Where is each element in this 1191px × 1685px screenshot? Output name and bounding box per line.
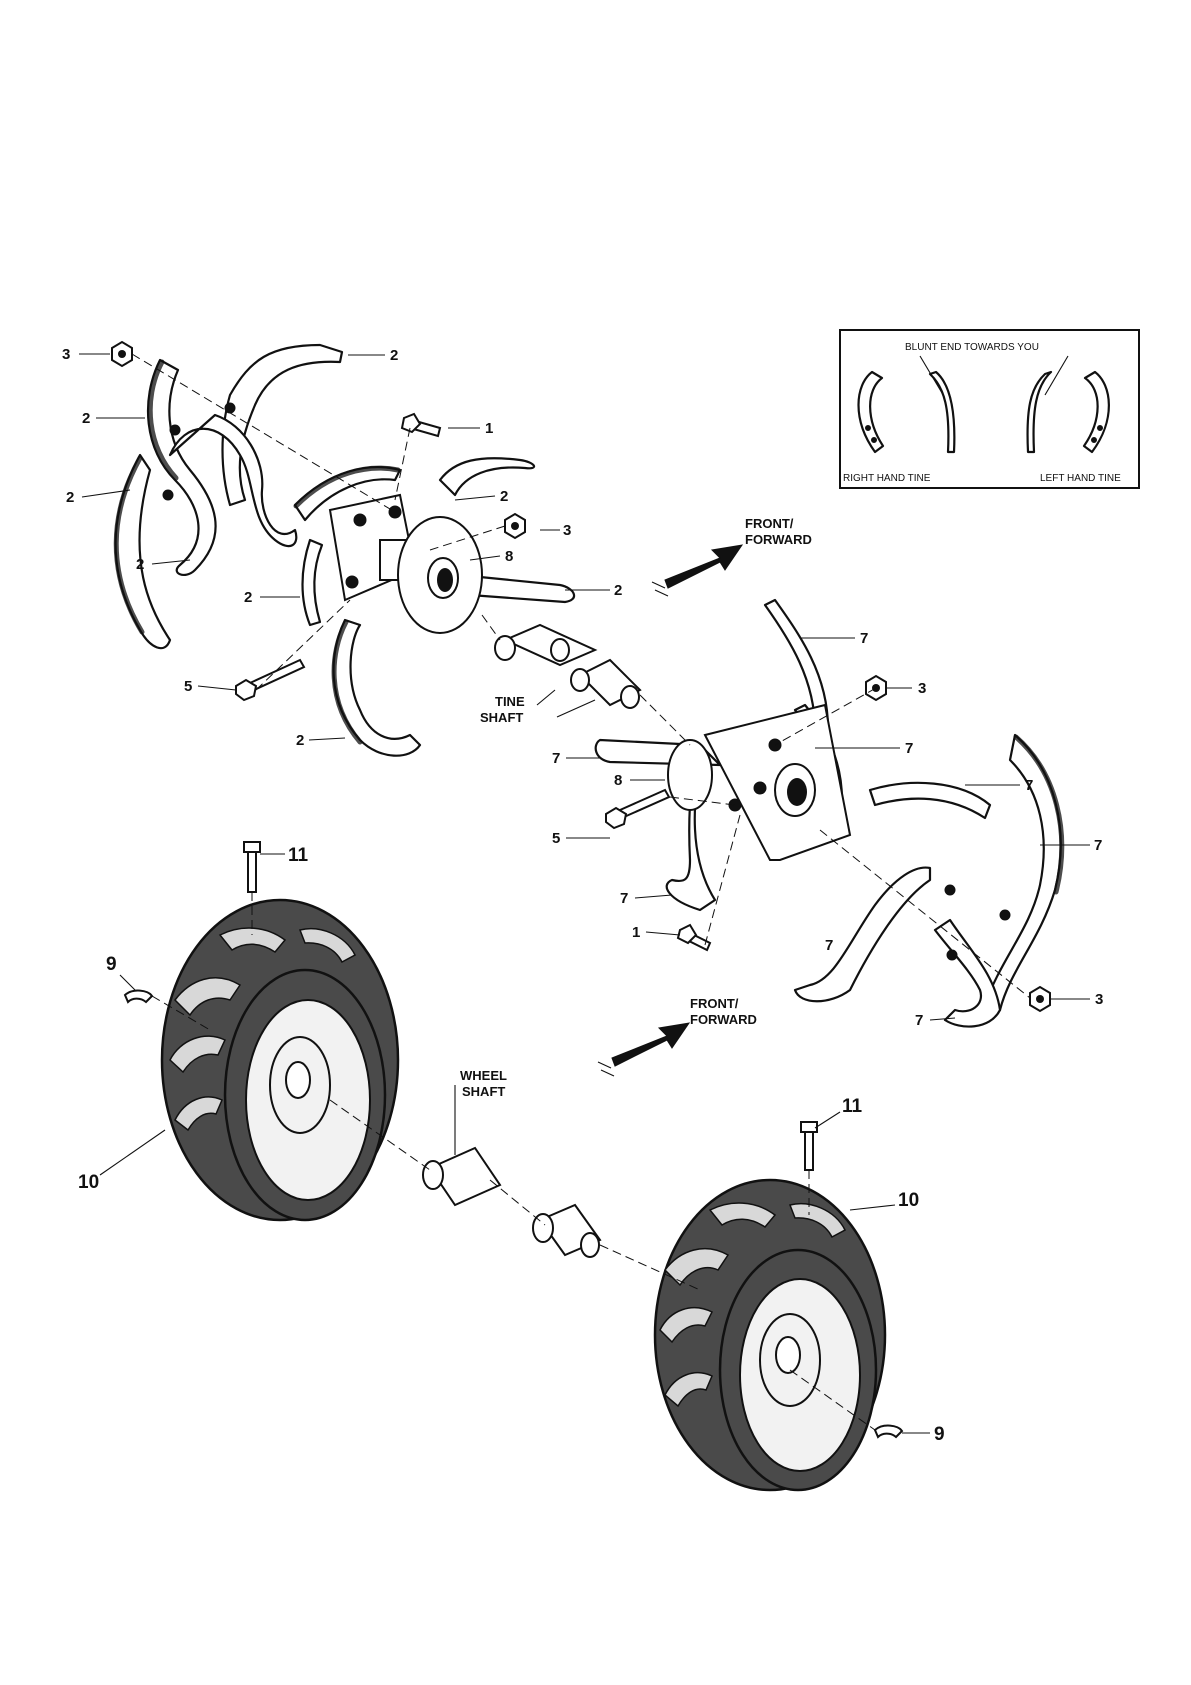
callout-10-b: 10	[898, 1190, 919, 1211]
left-hub	[286, 1062, 310, 1098]
right-tine-7	[795, 868, 930, 1002]
forward-arrow-2-icon	[612, 1023, 689, 1066]
wheel-shaft	[423, 1148, 600, 1257]
callout-8-a: 8	[505, 548, 513, 565]
left-wheel	[162, 900, 398, 1220]
callout-9-a: 9	[106, 954, 117, 975]
callout-2-d: 2	[136, 556, 144, 573]
callout-5-b: 5	[552, 830, 560, 847]
front-forward-label-2-line-1: FRONT/	[690, 996, 739, 1011]
clip-9b	[875, 1426, 902, 1437]
callout-7-d: 7	[1025, 777, 1033, 794]
callout-7-g: 7	[825, 937, 833, 954]
left-tine-outer-1	[148, 360, 216, 575]
tine-shaft-label-line-1: TINE	[495, 694, 525, 709]
callout-numbers: 3 2 2 2 2 2 2 1 2 3 8 2 5 7 3 7 7 8 7 7 …	[62, 346, 1103, 1445]
callout-2-a: 2	[390, 347, 398, 364]
callout-2-e: 2	[244, 589, 252, 606]
right-tine-6	[985, 735, 1061, 1010]
callout-10-a: 10	[78, 1172, 99, 1193]
callout-3-b: 3	[563, 522, 571, 539]
right-wheel	[655, 1180, 885, 1490]
callout-7-b: 7	[905, 740, 913, 757]
callout-2-b: 2	[82, 410, 90, 427]
callout-5-a: 5	[184, 678, 192, 695]
left-tine-inner-5	[303, 540, 323, 625]
callout-8-b: 8	[614, 772, 622, 789]
front-forward-arrow-1: FRONT/ FORWARD	[652, 516, 812, 596]
callout-7-c: 7	[552, 750, 560, 767]
long-bolt-5b	[620, 790, 669, 817]
left-tine-inner-3	[334, 620, 420, 756]
inset-title: BLUNT END TOWARDS YOU	[905, 342, 1039, 353]
long-bolt-5a	[250, 660, 304, 690]
front-forward-arrow-2: FRONT/ FORWARD	[598, 996, 757, 1076]
wheel-shaft-label-line-1: WHEEL	[460, 1068, 507, 1083]
callout-1-b: 1	[632, 924, 640, 941]
callout-2-c: 2	[66, 489, 74, 506]
callout-7-f: 7	[620, 890, 628, 907]
wheel-bolt-11b	[805, 1130, 813, 1170]
callout-7-e: 7	[1094, 837, 1102, 854]
callout-leaders	[79, 354, 1090, 1433]
tine-shaft-section-1	[505, 625, 595, 665]
callout-3-a: 3	[62, 346, 70, 363]
right-hand-tine-caption: RIGHT HAND TINE	[843, 473, 931, 484]
callout-11-b: 11	[842, 1096, 863, 1117]
tine-shaft-label-line-2: SHAFT	[480, 710, 523, 725]
clip-9a	[125, 991, 152, 1002]
callout-2-h: 2	[614, 582, 622, 599]
callout-9-b: 9	[934, 1424, 945, 1445]
front-forward-label-1-line-2: FORWARD	[745, 532, 812, 547]
tine-orientation-inset: BLUNT END TOWARDS YOU RIGHT HAND TINE LE…	[840, 330, 1139, 488]
right-hub	[776, 1337, 800, 1373]
left-tine-outer-2	[116, 455, 170, 648]
right-tine-5	[870, 783, 990, 818]
left-tine-inner-2	[440, 458, 534, 495]
right-tine-8	[935, 920, 1000, 1027]
callout-3-d: 3	[1095, 991, 1103, 1008]
wheel-shaft-label-line-2: SHAFT	[462, 1084, 505, 1099]
front-forward-label-2-line-2: FORWARD	[690, 1012, 757, 1027]
callout-7-h: 7	[915, 1012, 923, 1029]
callout-3-c: 3	[918, 680, 926, 697]
callout-2-f: 2	[296, 732, 304, 749]
left-hand-tine-caption: LEFT HAND TINE	[1040, 473, 1121, 484]
callout-2-g: 2	[500, 488, 508, 505]
front-forward-label-1-line-1: FRONT/	[745, 516, 794, 531]
right-tine-assembly	[596, 600, 1062, 1027]
callout-1-a: 1	[485, 420, 493, 437]
callout-7-a: 7	[860, 630, 868, 647]
wheel-bolt-11a	[248, 850, 256, 892]
callout-11-a: 11	[288, 845, 309, 866]
left-tine-outer-3	[223, 345, 343, 505]
forward-arrow-1-icon	[665, 545, 742, 588]
inset-frame	[840, 330, 1139, 488]
